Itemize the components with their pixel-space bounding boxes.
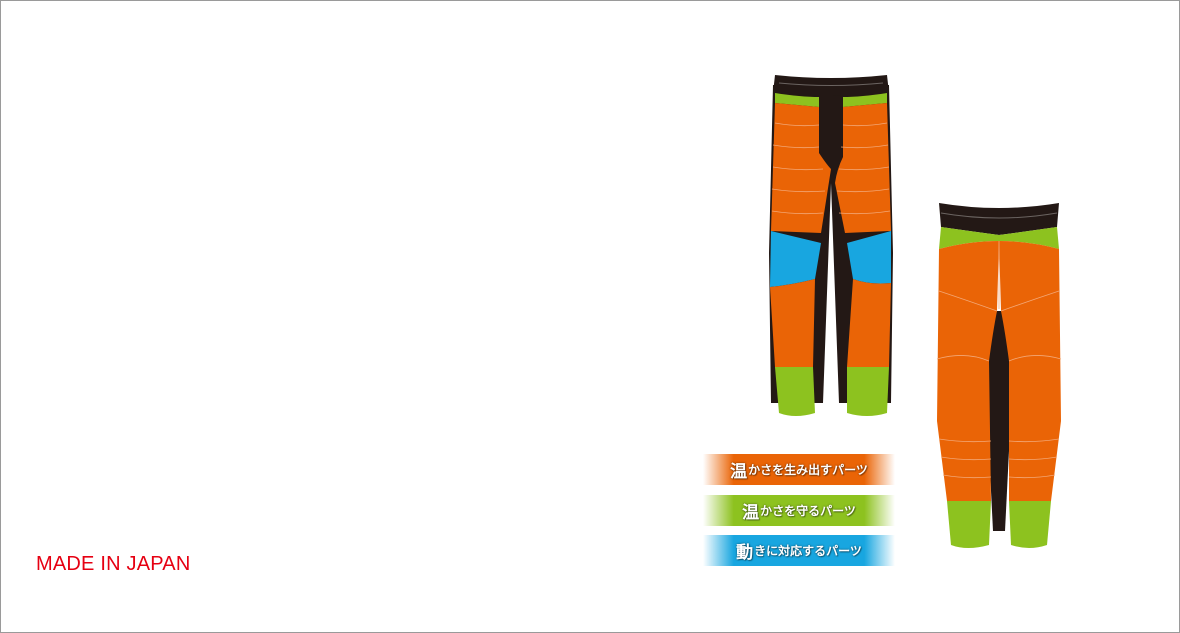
front-knee-left bbox=[770, 231, 821, 287]
legend-label: かさを守るパーツ bbox=[760, 504, 856, 518]
front-cuff-right bbox=[847, 367, 889, 416]
front-waistband-rib bbox=[778, 82, 884, 86]
front-cuff-left bbox=[775, 367, 815, 416]
back-inner-panel bbox=[985, 311, 1013, 531]
back-yoke bbox=[939, 227, 1059, 249]
legend-label: きに対応するパーツ bbox=[754, 544, 862, 558]
back-cuff-right bbox=[1009, 501, 1051, 548]
front-shin-left bbox=[770, 279, 815, 367]
front-thigh-right bbox=[835, 103, 891, 233]
back-cuff-left bbox=[947, 501, 991, 548]
front-thigh-left bbox=[771, 103, 831, 233]
front-shin-right bbox=[847, 279, 891, 367]
made-in-japan-label: MADE IN JAPAN bbox=[36, 553, 191, 575]
back-seam-lines bbox=[936, 241, 1062, 479]
legend-lead-char: 温 bbox=[730, 462, 748, 482]
front-knee-right bbox=[847, 231, 891, 284]
front-yoke-left bbox=[775, 93, 819, 107]
legend-movement: 動きに対応するパーツ bbox=[703, 535, 895, 566]
back-waistband-rib bbox=[940, 212, 1058, 219]
back-waistband bbox=[939, 203, 1059, 235]
legend-lead-char: 動 bbox=[736, 543, 754, 563]
legend-label: かさを生み出すパーツ bbox=[748, 463, 868, 477]
pants-back-illustration bbox=[936, 203, 1062, 548]
front-yoke-right bbox=[843, 93, 887, 107]
legend-warmth-keeping: 温かさを守るパーツ bbox=[703, 495, 895, 526]
front-quilt-lines bbox=[771, 122, 891, 215]
legend-warmth-generating: 温かさを生み出すパーツ bbox=[703, 454, 895, 485]
pants-front-illustration bbox=[769, 75, 893, 416]
legend-lead-char: 温 bbox=[742, 503, 760, 523]
front-fly bbox=[819, 91, 833, 155]
